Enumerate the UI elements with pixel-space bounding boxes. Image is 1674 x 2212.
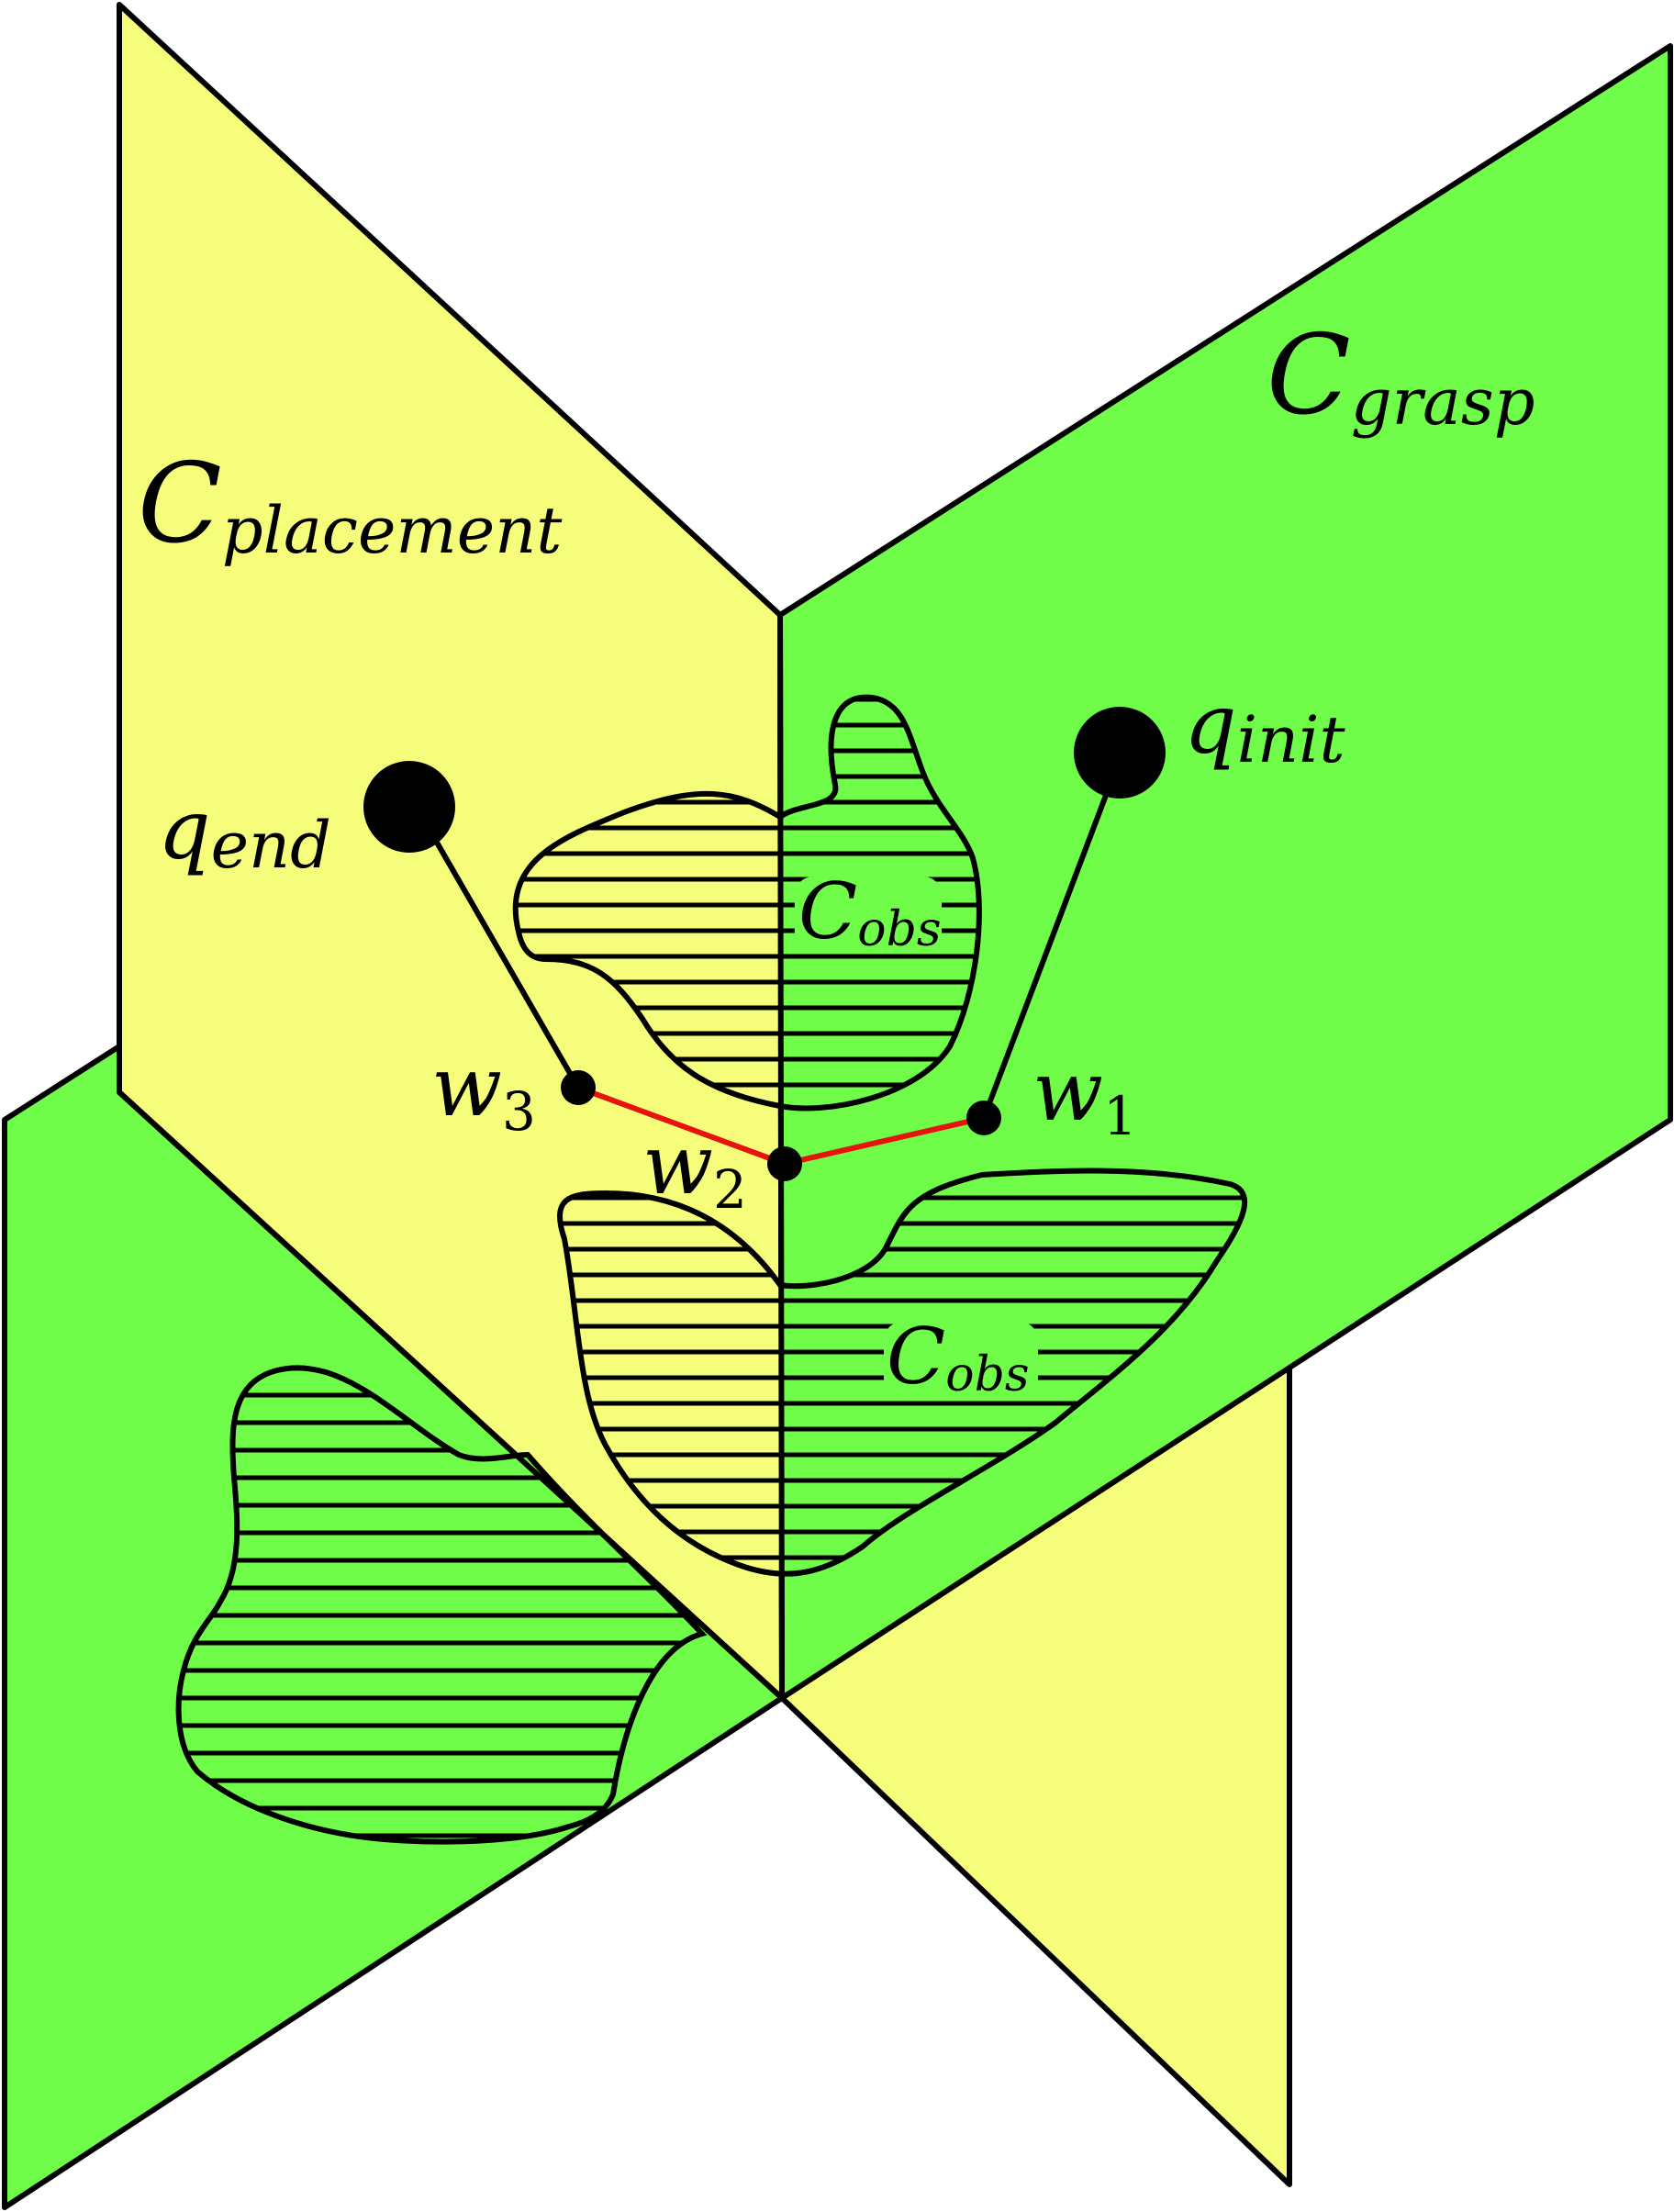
path-q-end-to-w3 (419, 815, 581, 1089)
w2-point-icon (767, 1146, 802, 1181)
w1-point-icon (966, 1100, 1001, 1135)
w2-label: w2 (642, 1117, 747, 1221)
c-obs-lower-label-box (884, 1322, 1038, 1397)
c-placement-label: Cplacement (138, 441, 563, 568)
obstacle-lower-left (175, 1365, 708, 1845)
lower-left-plane-edge (117, 1089, 785, 1701)
c-obs-upper-label-box (795, 877, 942, 952)
q-init-point-icon (1074, 707, 1166, 799)
c-obs-upper-label: Cobs (798, 866, 942, 957)
w3-point-icon (561, 1070, 596, 1105)
q-end-point-icon (363, 761, 455, 853)
q-init-label: qinit (1184, 676, 1345, 777)
c-grasp-label: Cgrasp (1267, 312, 1535, 440)
c-obs-lower-label: Cobs (887, 1312, 1030, 1402)
path-q-init-to-w1 (981, 769, 1118, 1120)
q-end-label: qend (158, 782, 331, 883)
w1-label: w1 (1032, 1044, 1137, 1147)
w3-label: w3 (431, 1039, 536, 1143)
